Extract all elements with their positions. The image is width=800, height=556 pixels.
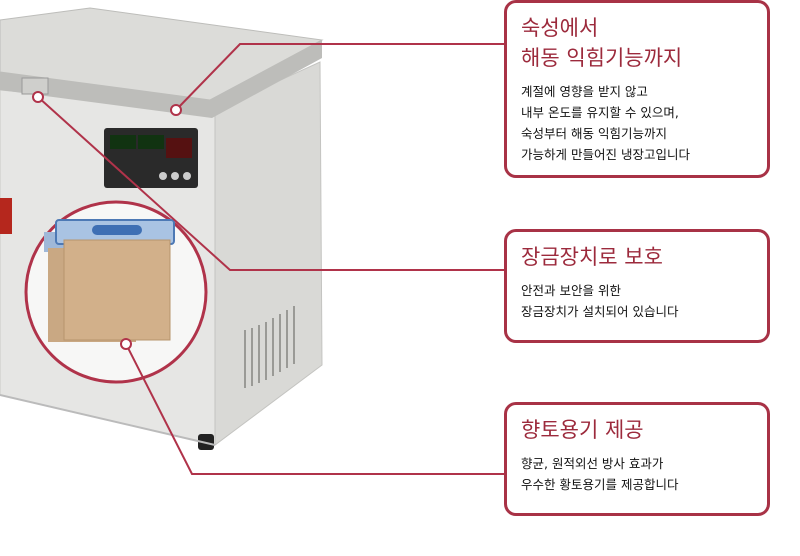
control-display-left: [110, 135, 136, 149]
freezer-side-panel: [214, 61, 323, 446]
feature-description: 계절에 영향을 받지 않고 내부 온도를 유지할 수 있으며, 숙성부터 해동 …: [521, 84, 690, 162]
control-button-3: [183, 172, 191, 180]
feature-title: 향토용기 제공: [521, 418, 644, 442]
base-edge: [0, 394, 216, 446]
warning-label: [0, 198, 12, 234]
feature-card-container: 향토용기 제공 향균, 원적외선 방사 효과가 우수한 황토용기를 제공합니다: [504, 402, 770, 516]
feature-card-lock: 장금장치로 보호 안전과 보안을 위한 장금장치가 설치되어 있습니다: [504, 229, 770, 343]
feature-title: 장금장치로 보호: [521, 245, 663, 269]
feature-description: 향균, 원적외선 방사 효과가 우수한 황토용기를 제공합니다: [521, 456, 679, 492]
callout-dots: [32, 91, 182, 350]
control-display-mid: [138, 135, 164, 149]
control-button-1: [159, 172, 167, 180]
lid-edge: [0, 40, 322, 118]
vent-grille: [244, 306, 295, 388]
control-button-2: [171, 172, 179, 180]
control-display-right: [166, 138, 192, 158]
lock-latch: [21, 77, 49, 95]
feature-title: 숙성에서 해동 익힘기능까지: [521, 16, 683, 70]
feature-card-aging: 숙성에서 해동 익힘기능까지 계절에 영향을 받지 않고 내부 온도를 유지할 …: [504, 0, 770, 178]
feature-description: 안전과 보안을 위한 장금장치가 설치되어 있습니다: [521, 283, 679, 319]
clay-container: [44, 219, 175, 342]
callout-lines: [37, 43, 504, 475]
